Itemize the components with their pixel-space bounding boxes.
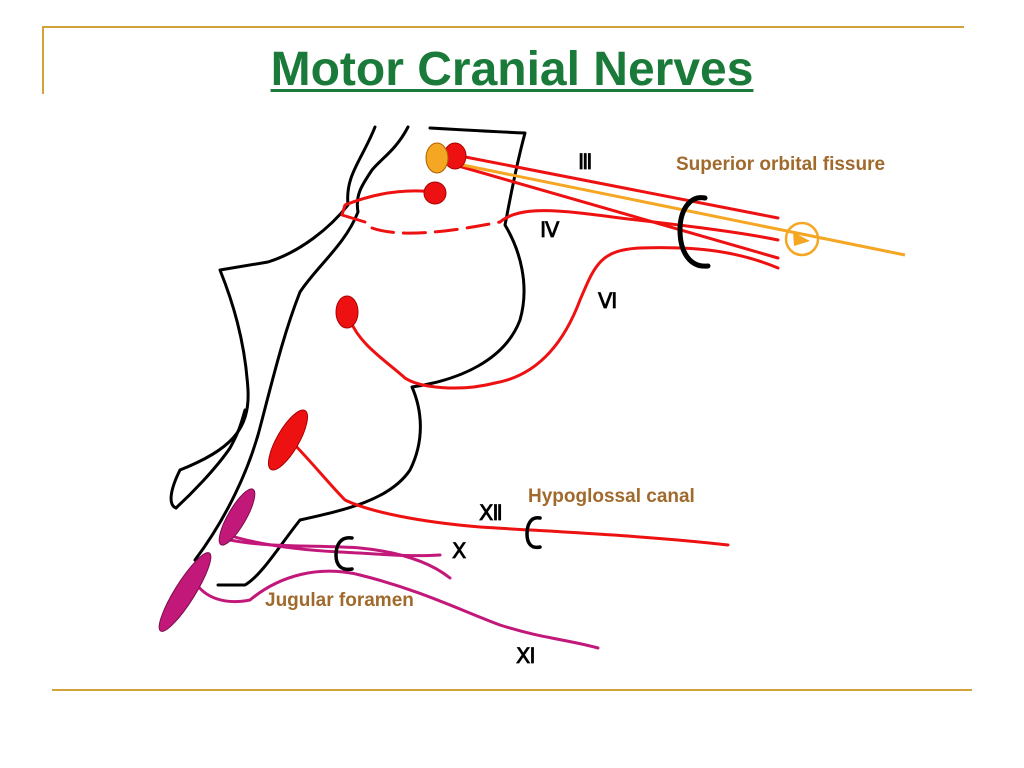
nerve-xii xyxy=(288,438,730,547)
jugular-foramen-shape xyxy=(334,536,354,572)
label-nerve-iii: Ⅲ xyxy=(578,150,592,174)
slide-frame-left xyxy=(42,26,44,94)
nerve-vi xyxy=(348,246,780,390)
brainstem-outline xyxy=(169,125,527,587)
hypoglossal-canal-shape xyxy=(525,516,542,550)
nerve-iv xyxy=(340,189,437,224)
label-nerve-iv: Ⅳ xyxy=(540,218,560,242)
nucleus-xii xyxy=(268,409,308,471)
label-superior-orbital-fissure: Superior orbital fissure xyxy=(676,154,885,175)
nerve-iv-continue xyxy=(498,209,780,242)
nucleus-vi xyxy=(335,295,359,329)
nerve-xi-branch xyxy=(228,538,452,580)
red-nerves xyxy=(288,153,780,547)
nerve-iii-upper xyxy=(453,153,780,220)
orange-nerve-line xyxy=(437,158,906,257)
brainstem-front-contour xyxy=(169,125,377,510)
nucleus-x xyxy=(218,488,256,546)
label-nerve-xi: Ⅺ xyxy=(515,644,536,668)
slide-title: Motor Cranial Nerves xyxy=(270,43,754,96)
label-nerve-vi: Ⅵ xyxy=(597,289,617,313)
superior-orbital-fissure-shape xyxy=(677,195,711,269)
foramina xyxy=(334,195,711,572)
nerve-iv-dashed xyxy=(370,220,502,235)
nucleus-xi xyxy=(158,552,212,632)
nucleus-iii-orange xyxy=(425,142,449,174)
label-nerve-x: Ⅹ xyxy=(451,539,467,563)
brainstem-inner-contour xyxy=(193,125,410,562)
slide-frame-top xyxy=(42,26,964,28)
slide-frame-bottom xyxy=(52,689,972,691)
label-nerve-xii: Ⅻ xyxy=(478,501,503,525)
nerve-iii-lower xyxy=(453,163,780,260)
brainstem-back-contour xyxy=(216,126,527,587)
nuclei xyxy=(158,142,467,632)
label-jugular-foramen: Jugular foramen xyxy=(265,590,414,611)
orbit-target-circle xyxy=(784,221,820,257)
label-hypoglossal-canal: Hypoglossal canal xyxy=(528,486,695,507)
orange-nerve xyxy=(437,158,906,257)
nucleus-iv xyxy=(423,181,447,205)
nerve-xi xyxy=(193,569,600,650)
brainstem-outer-bottom xyxy=(174,408,247,510)
orange-arrowhead xyxy=(793,232,810,246)
magenta-nerves xyxy=(193,533,600,650)
